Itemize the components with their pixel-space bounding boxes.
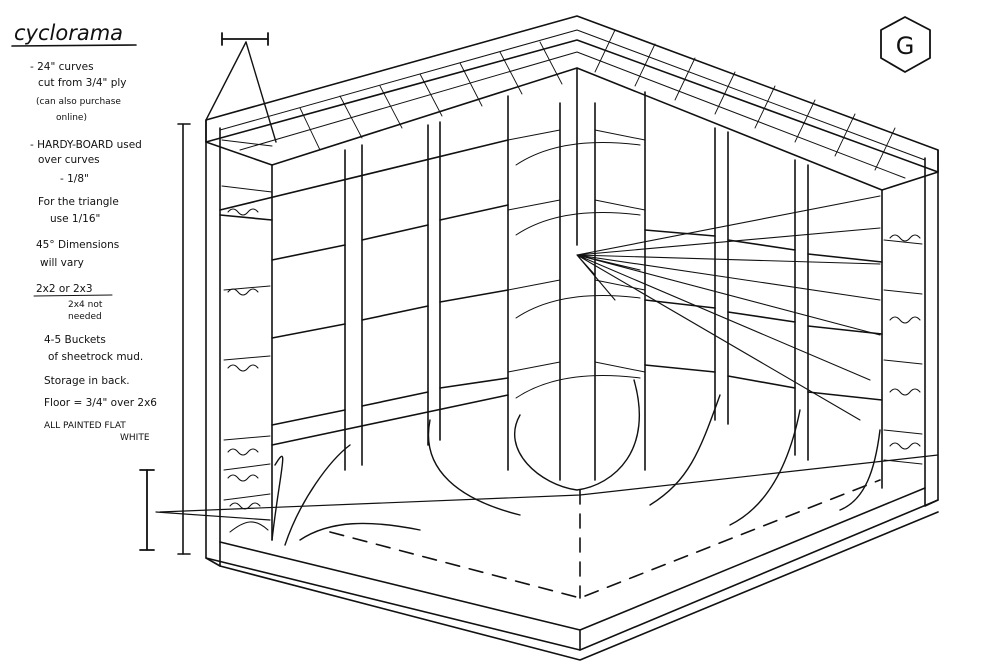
note-hardboard-2: over curves	[38, 154, 100, 166]
note-paint-2: WHITE	[120, 433, 150, 443]
note-floor: Floor = 3/4" over 2x6	[44, 397, 157, 409]
cyclorama-structure	[159, 15, 939, 661]
note-curves-1: - 24" curves	[30, 61, 94, 73]
note-paint-1: ALL PAINTED FLAT	[44, 421, 126, 431]
note-lumber-2: 2x4 not	[68, 300, 103, 310]
note-lumber-3: needed	[68, 312, 102, 322]
note-triangle-2: use 1/16"	[50, 213, 100, 225]
sheet-title: cyclorama	[14, 21, 123, 45]
note-storage: Storage in back.	[44, 375, 130, 387]
note-triangle-1: For the triangle	[38, 196, 119, 208]
dimension-marks	[139, 32, 277, 555]
page-letter: G	[896, 32, 915, 60]
note-hardboard-3: - 1/8"	[60, 173, 89, 185]
page-letter-badge: G	[880, 16, 931, 73]
note-mud-2: of sheetrock mud.	[48, 351, 143, 363]
hexagon-icon	[880, 16, 931, 73]
notes-block: - 24" curves cut from 3/4" ply (can also…	[30, 61, 157, 443]
note-curves-2: cut from 3/4" ply	[38, 77, 127, 89]
note-dimensions-2: will vary	[40, 257, 84, 269]
note-lumber-1: 2x2 or 2x3	[36, 283, 93, 295]
note-lumber-underline	[33, 294, 113, 297]
note-curves-3: (can also purchase	[36, 97, 121, 107]
note-curves-4: online)	[56, 113, 87, 123]
note-mud-1: 4-5 Buckets	[44, 334, 106, 346]
note-hardboard-1: - HARDY-BOARD used	[30, 139, 142, 151]
title-underline	[11, 44, 137, 47]
note-dimensions-1: 45° Dimensions	[36, 239, 119, 251]
